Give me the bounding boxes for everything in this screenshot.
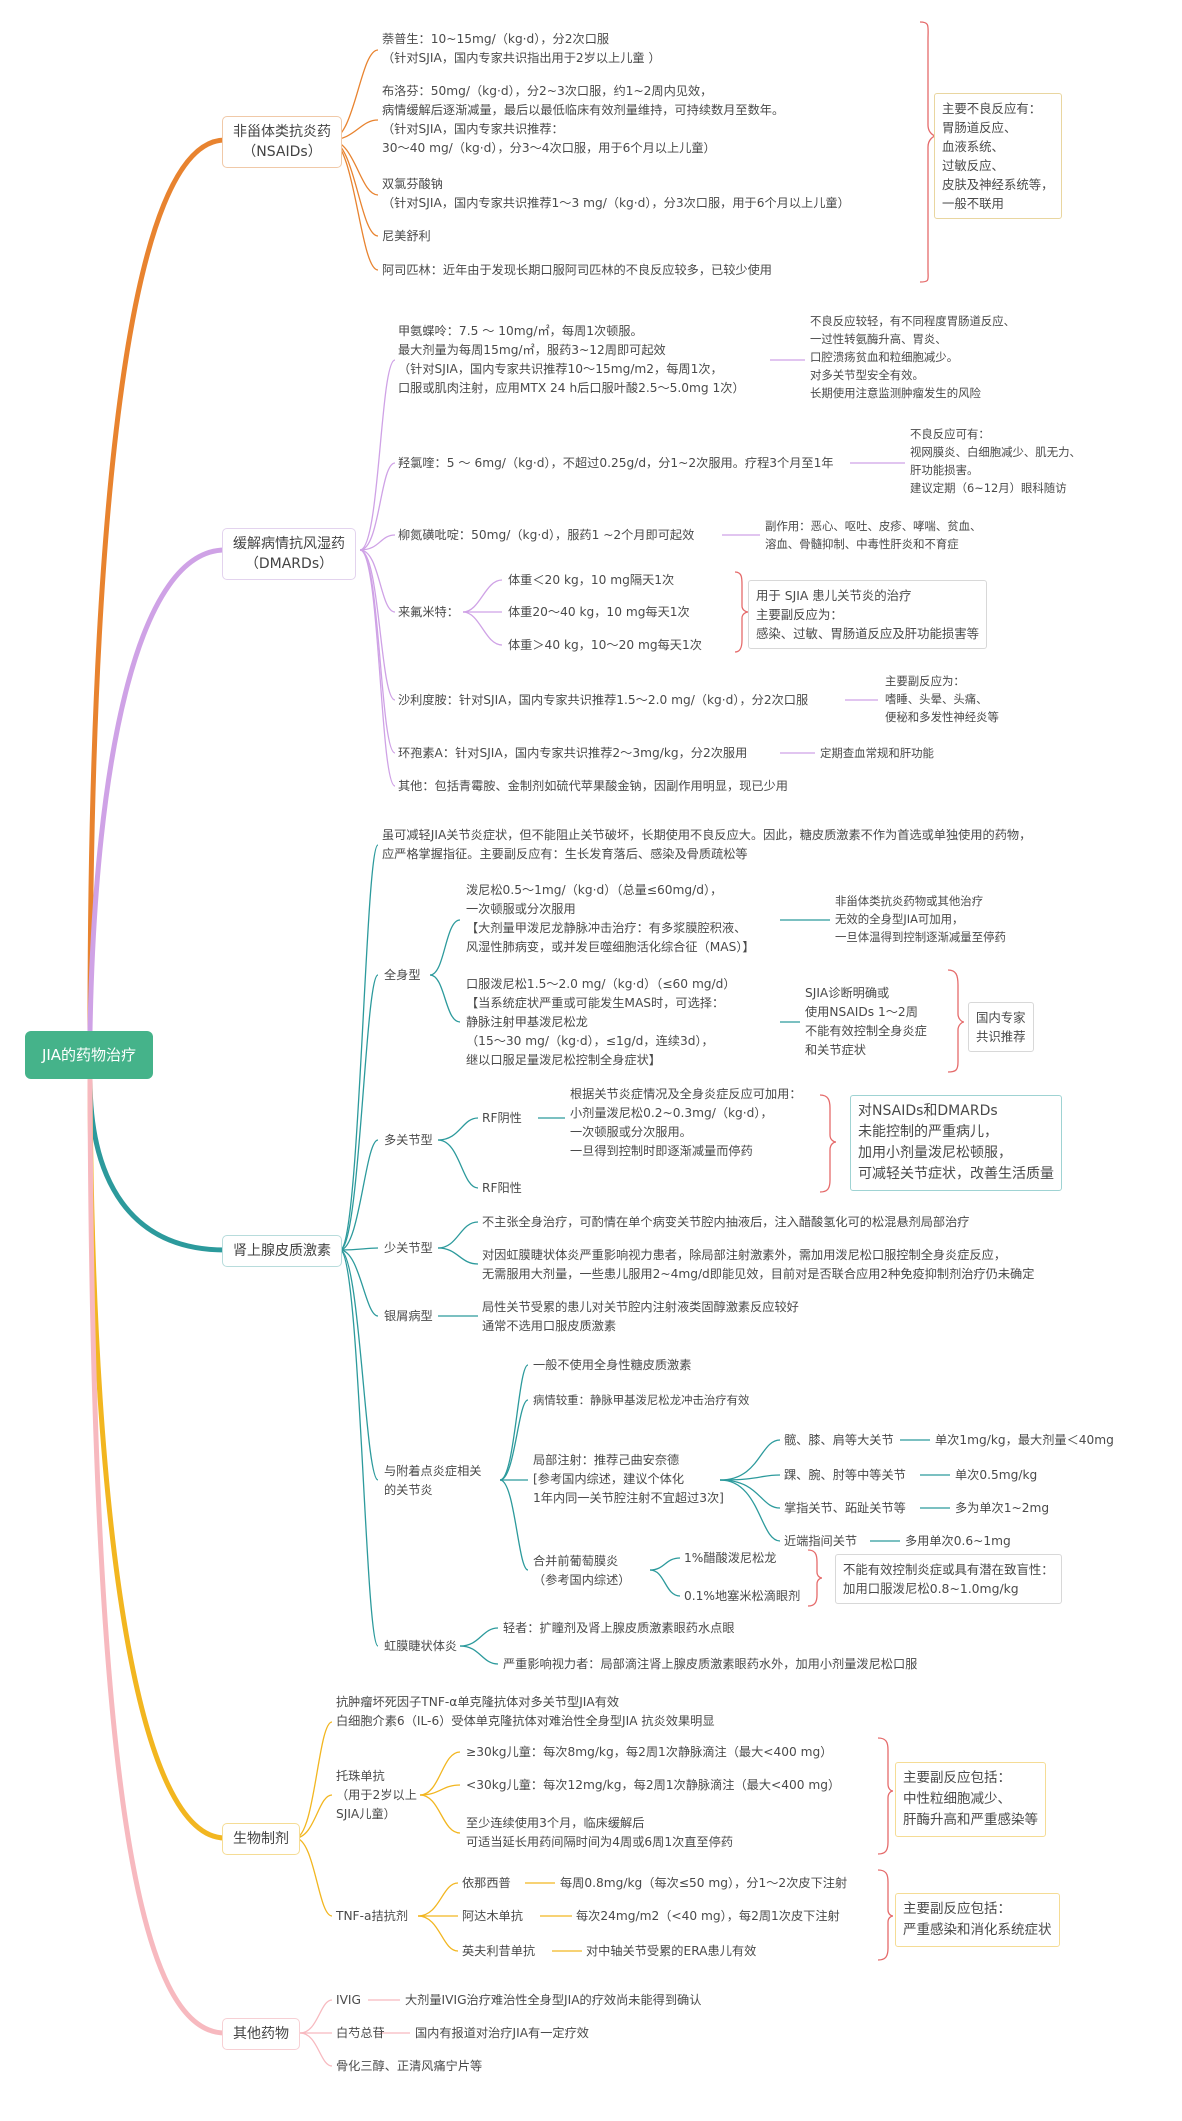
- other-ivig-note: 大剂量IVIG治疗难治性全身型JIA的疗效尚未能得到确认: [405, 1993, 702, 2007]
- dmard-thalidomide: 沙利度胺：针对SJIA，国内专家共识推荐1.5～2.0 mg/（kg·d），分2…: [398, 693, 809, 707]
- bio-toc-1: ≥30kg儿童：每次8mg/kg，每2周1次静脉滴注（最大<400 mg）: [466, 1745, 833, 1759]
- dmard-hcq-note: 不良反应可有： 视网膜炎、白细胞减少、肌无力、 肝功能损害。 建议定期（6~12…: [910, 427, 1081, 495]
- steroid-oligo-1: 不主张全身治疗，可酌情在单个病变关节腔内抽液后，注入醋酸氢化可的松混悬剂局部治疗: [482, 1215, 970, 1229]
- steroid-iridocyclitis: 虹膜睫状体炎: [384, 1639, 458, 1653]
- dmard-ssz: 柳氮磺吡啶：50mg/（kg·d），服药1 ~2个月即可起效: [398, 528, 695, 542]
- steroid-poly-note: 根据关节炎症情况及全身炎症反应可加用： 小剂量泼尼松0.2~0.3mg/（kg·…: [570, 1087, 802, 1158]
- steroid-sys-2-box: 国内专家 共识推荐: [968, 1002, 1034, 1052]
- steroid-ers-2: 病情较重：静脉甲基泼尼松龙冲击治疗有效: [533, 1393, 750, 1407]
- steroid-uveitis-2: 0.1%地塞米松滴眼剂: [684, 1589, 801, 1603]
- branch-dmards: 缓解病情抗风湿药 （DMARDs）: [222, 528, 356, 580]
- bio-tocilizumab: 托珠单抗 （用于2岁以上 SJIA儿童）: [336, 1769, 417, 1821]
- other-calcitriol: 骨化三醇、正清风痛宁片等: [336, 2059, 483, 2073]
- other-tgp: 白芍总苷: [336, 2026, 385, 2040]
- bio-infliximab: 英夫利昔单抗: [462, 1944, 536, 1958]
- steroid-joint-pip: 近端指间关节: [784, 1534, 858, 1548]
- bio-toc-box: 主要副反应包括： 中性粒细胞减少、 肝酶升高和严重感染等: [895, 1762, 1046, 1837]
- bio-etn-dose: 每周0.8mg/kg（每次≤50 mg），分1～2次皮下注射: [560, 1876, 848, 1890]
- steroid-iris-2: 严重影响视力者：局部滴注肾上腺皮质激素眼药水外，加用小剂量泼尼松口服: [503, 1657, 918, 1671]
- steroid-poly: 多关节型: [384, 1133, 433, 1147]
- steroid-rf-pos: RF阳性: [482, 1181, 522, 1195]
- steroid-sys-2: 口服泼尼松1.5～2.0 mg/（kg·d）（≤60 mg/d） 【当系统症状严…: [466, 977, 736, 1067]
- steroid-sys-2-note: SJIA诊断明确或 使用NSAIDs 1～2周 不能有效控制全身炎症 和关节症状: [805, 986, 927, 1057]
- other-ivig: IVIG: [336, 1993, 361, 2007]
- steroid-oligo-2: 对因虹膜睫状体炎严重影响视力患者，除局部注射激素外，需加用泼尼松口服控制全身炎症…: [482, 1248, 1035, 1281]
- branch-steroids: 肾上腺皮质激素: [222, 1235, 342, 1267]
- nsaid-aspirin: 阿司匹林：近年由于发现长期口服阿司匹林的不良反应较多，已较少使用: [382, 263, 772, 277]
- steroid-rf-neg: RF阴性: [482, 1111, 522, 1125]
- steroid-systemic: 全身型: [384, 968, 421, 982]
- steroid-joint-small-dose: 多为单次1~2mg: [955, 1501, 1050, 1515]
- dmard-lef-dose-1: 体重＜20 kg，10 mg隔天1次: [508, 573, 675, 587]
- steroid-joint-medium-dose: 单次0.5mg/kg: [955, 1468, 1038, 1482]
- nsaid-diclofenac: 双氯芬酸钠 （针对SJIA，国内专家共识推荐1～3 mg/（kg·d），分3次口…: [382, 177, 850, 210]
- dmard-csa-note: 定期查血常规和肝功能: [820, 746, 934, 760]
- steroid-psoriatic-note: 局性关节受累的患儿对关节腔内注射液类固醇激素反应较好 通常不选用口服皮质激素: [482, 1300, 799, 1333]
- steroid-oligo: 少关节型: [384, 1241, 433, 1255]
- steroid-ers-3: 局部注射：推荐己曲安奈德 [参考国内综述，建议个体化 1年内同一关节腔注射不宜超…: [533, 1453, 724, 1505]
- steroid-joint-pip-dose: 多用单次0.6~1mg: [905, 1534, 1011, 1548]
- steroid-sys-1-note: 非甾体类抗炎药物或其他治疗 无效的全身型JIA可加用， 一旦体温得到控制逐渐减量…: [835, 894, 1006, 944]
- steroid-poly-box: 对NSAIDs和DMARDs 未能控制的严重病儿， 加用小剂量泼尼松顿服， 可减…: [850, 1095, 1062, 1191]
- steroid-uveitis-box: 不能有效控制炎症或具有潜在致盲性： 加用口服泼尼松0.8~1.0mg/kg: [835, 1554, 1062, 1604]
- steroid-psoriatic: 银屑病型: [384, 1309, 433, 1323]
- steroid-ers-1: 一般不使用全身性糖皮质激素: [533, 1358, 692, 1372]
- branch-other-drugs: 其他药物: [222, 2018, 300, 2050]
- steroid-joint-large-dose: 单次1mg/kg，最大剂量＜40mg: [935, 1433, 1114, 1447]
- steroid-intro: 虽可减轻JIA关节炎症状，但不能阻止关节破坏，长期使用不良反应大。因此，糖皮质激…: [382, 828, 1032, 861]
- bio-intro: 抗肿瘤坏死因子TNF-α单克隆抗体对多关节型JIA有效 白细胞介素6（IL-6）…: [336, 1695, 715, 1728]
- other-tgp-note: 国内有报道对治疗JIA有一定疗效: [415, 2026, 589, 2040]
- bio-etanercept: 依那西普: [462, 1876, 511, 1890]
- branch-biologics: 生物制剂: [222, 1823, 300, 1855]
- bio-toc-2: <30kg儿童：每次12mg/kg，每2周1次静脉滴注（最大<400 mg）: [466, 1778, 841, 1792]
- bio-toc-3: 至少连续使用3个月，临床缓解后 可适当延长用药间隔时间为4周或6周1次直至停药: [466, 1816, 734, 1849]
- dmard-csa: 环孢素A：针对SJIA，国内专家共识推荐2～3mg/kg，分2次服用: [398, 746, 748, 760]
- steroid-joint-small: 掌指关节、跖趾关节等: [784, 1501, 906, 1515]
- steroid-iris-1: 轻者：扩瞳剂及肾上腺皮质激素眼药水点眼: [503, 1621, 735, 1635]
- steroid-uveitis-1: 1%醋酸泼尼松龙: [684, 1551, 777, 1565]
- dmard-mtx: 甲氨蝶呤：7.5 ～ 10mg/㎡，每周1次顿服。 最大剂量为每周15mg/㎡，…: [398, 324, 745, 395]
- dmard-lef-dose-3: 体重＞40 kg，10～20 mg每天1次: [508, 638, 702, 652]
- bio-ifx-note: 对中轴关节受累的ERA患儿有效: [586, 1944, 757, 1958]
- bio-adalimumab: 阿达木单抗: [462, 1909, 523, 1923]
- nsaid-naproxen: 萘普生：10~15mg/（kg·d），分2次口服 （针对SJIA，国内专家共识指…: [382, 32, 661, 65]
- dmard-leflunomide: 来氟米特：: [398, 605, 459, 619]
- bio-tnf: TNF-a拮抗剂: [336, 1909, 409, 1923]
- bio-ada-dose: 每次24mg/m2（<40 mg），每2周1次皮下注射: [576, 1909, 840, 1923]
- steroid-sys-1: 泼尼松0.5～1mg/（kg·d）（总量≤60mg/d）， 一次顿服或分次服用 …: [466, 883, 755, 954]
- bio-tnf-box: 主要副反应包括： 严重感染和消化系统症状: [895, 1893, 1060, 1947]
- branch-nsaids: 非甾体类抗炎药 （NSAIDs）: [222, 116, 342, 168]
- steroid-joint-medium: 踝、腕、肘等中等关节: [784, 1468, 906, 1482]
- nsaid-ibuprofen: 布洛芬：50mg/（kg·d），分2~3次口服，约1~2周内见效， 病情缓解后逐…: [382, 84, 785, 155]
- dmard-thal-note: 主要副反应为： 嗜睡、头晕、头痛、 便秘和多发性神经炎等: [885, 674, 999, 724]
- dmard-hcq: 羟氯喹：5 ～ 6mg/（kg·d），不超过0.25g/d，分1~2次服用。疗程…: [398, 456, 834, 470]
- steroid-ers: 与附着点炎症相关 的关节炎: [384, 1464, 482, 1497]
- steroid-uveitis: 合并前葡萄膜炎 （参考国内综述）: [533, 1554, 631, 1587]
- nsaid-side-effects: 主要不良反应有： 胃肠道反应、 血液系统、 过敏反应、 皮肤及神经系统等， 一般…: [934, 93, 1062, 219]
- dmard-lef-box: 用于 SJIA 患儿关节炎的治疗 主要副反应为： 感染、过敏、胃肠道反应及肝功能…: [748, 580, 988, 649]
- dmard-ssz-note: 副作用：恶心、呕吐、皮疹、哮喘、贫血、 溶血、骨髓抑制、中毒性肝炎和不育症: [765, 519, 982, 551]
- steroid-joint-large: 髋、膝、肩等大关节: [784, 1433, 894, 1447]
- dmard-other: 其他：包括青霉胺、金制剂如硫代苹果酸金钠，因副作用明显，现已少用: [398, 779, 788, 793]
- root-node: JIA的药物治疗: [25, 1031, 153, 1079]
- nsaid-nimesulide: 尼美舒利: [382, 229, 431, 243]
- dmard-lef-dose-2: 体重20～40 kg，10 mg每天1次: [508, 605, 690, 619]
- dmard-mtx-note: 不良反应较轻，有不同程度胃肠道反应、 一过性转氨酶升高、胃炎、 口腔溃疡贫血和粒…: [810, 314, 1016, 400]
